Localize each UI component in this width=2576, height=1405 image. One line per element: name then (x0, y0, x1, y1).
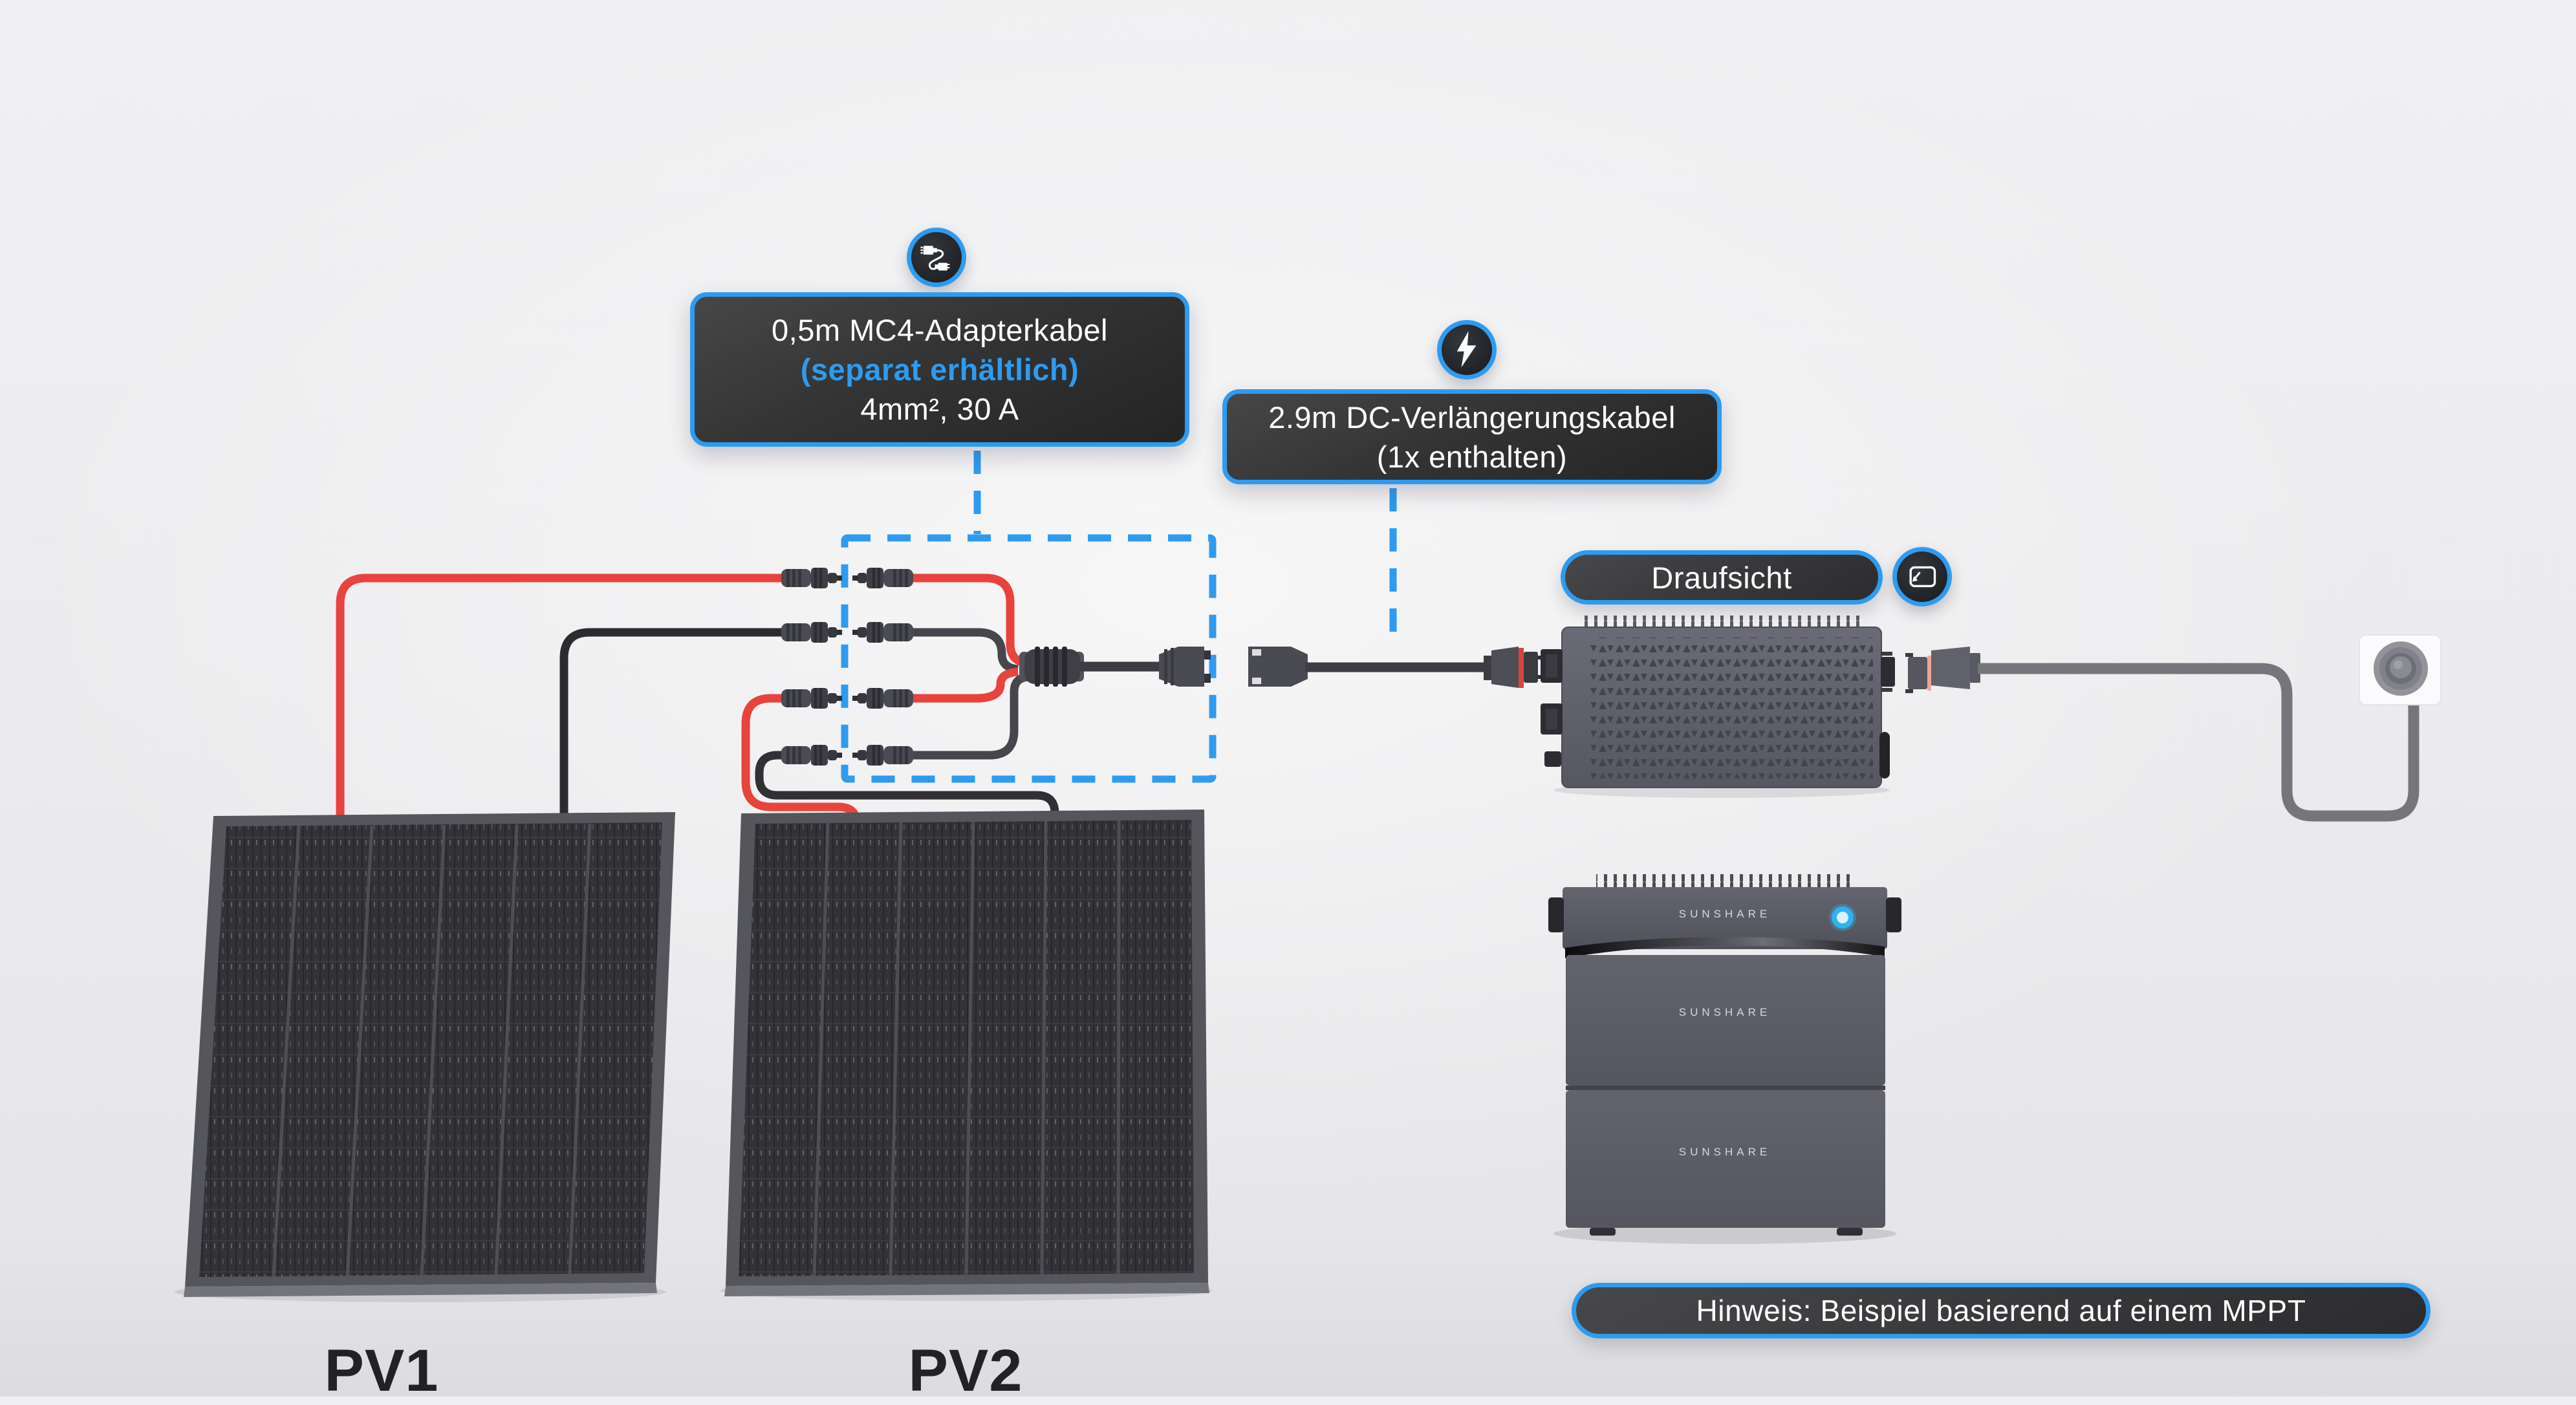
inverter-antenna (1879, 732, 1890, 778)
battery-module-2 (1566, 1090, 1885, 1228)
extension-cable-tooltip: 2.9m DC-Verlängerungskabel (1x enthalten… (1222, 389, 1722, 484)
battery-led (1829, 904, 1856, 931)
adapter-tooltip-line2: (separat erhältlich) (800, 352, 1079, 387)
adapter-tooltip-line3: 4mm², 30 A (860, 392, 1019, 426)
battery-top-unit (1563, 887, 1887, 949)
mc4-adapter-harness (781, 568, 1211, 766)
brand-logo-top: SUNSHARE (1678, 908, 1771, 920)
top-view-pill: Draufsicht (1561, 550, 1883, 605)
battery-clip-left (1548, 897, 1564, 932)
harness-joint (1019, 647, 1084, 687)
adapter-cable-tooltip: 0,5m MC4-Adapterkabel (separat erhältlic… (690, 292, 1189, 447)
wall-socket (2359, 634, 2441, 705)
battery-clip-right (1886, 897, 1901, 932)
battery-swoosh (1565, 937, 1885, 958)
pv2-negative-cable (755, 751, 1059, 834)
top-view-icon-glyph (1909, 566, 1936, 588)
adapter-tooltip-line1: 0,5m MC4-Adapterkabel (772, 313, 1108, 347)
extension-tooltip-line1: 2.9m DC-Verlängerungskabel (1268, 400, 1676, 434)
top-view-label: Draufsicht (1651, 560, 1792, 595)
mc4-cable-icon (907, 228, 966, 287)
top-view-icon (1892, 547, 1952, 606)
extension-connector-left (1248, 647, 1308, 687)
pv2-positive-cable (741, 694, 861, 834)
adapter-dashed-box (841, 534, 1217, 783)
ac-cable-run (1905, 647, 2419, 822)
note-label: Hinweis: Beispiel basierend auf einem MP… (1696, 1294, 2306, 1327)
solar-panel-pv1 (184, 812, 675, 1297)
note-pill: Hinweis: Beispiel basierend auf einem MP… (1572, 1283, 2430, 1338)
battery-module-1 (1566, 955, 1885, 1086)
dc-extension-cable (1248, 647, 1543, 688)
inverter-output-port (1881, 652, 1895, 692)
brand-logo-bottom: SUNSHARE (1678, 1146, 1771, 1158)
inverter-top-view (1541, 616, 1895, 788)
battery-stack (1548, 874, 1901, 1236)
ac-plug-connector (1905, 647, 1980, 693)
lightning-icon-glyph (1456, 331, 1477, 368)
brand-logo-middle: SUNSHARE (1678, 1006, 1771, 1018)
pv1-negative-cable (559, 628, 781, 834)
lightning-icon (1437, 320, 1497, 380)
inverter-input-ports (1541, 649, 1563, 767)
pv2-label: PV2 (908, 1338, 1023, 1404)
harness-output-connector (1159, 647, 1211, 687)
extension-connector-right (1484, 647, 1543, 688)
solar-panel-pv2 (724, 810, 1209, 1296)
callout-dashes (841, 451, 1397, 783)
extension-tooltip-line2: (1x enthalten) (1376, 439, 1568, 474)
pv-cables (336, 574, 1059, 834)
pv1-positive-cable (336, 574, 781, 834)
pv1-label: PV1 (324, 1338, 439, 1404)
mc4-cable-icon-glyph (920, 246, 950, 271)
